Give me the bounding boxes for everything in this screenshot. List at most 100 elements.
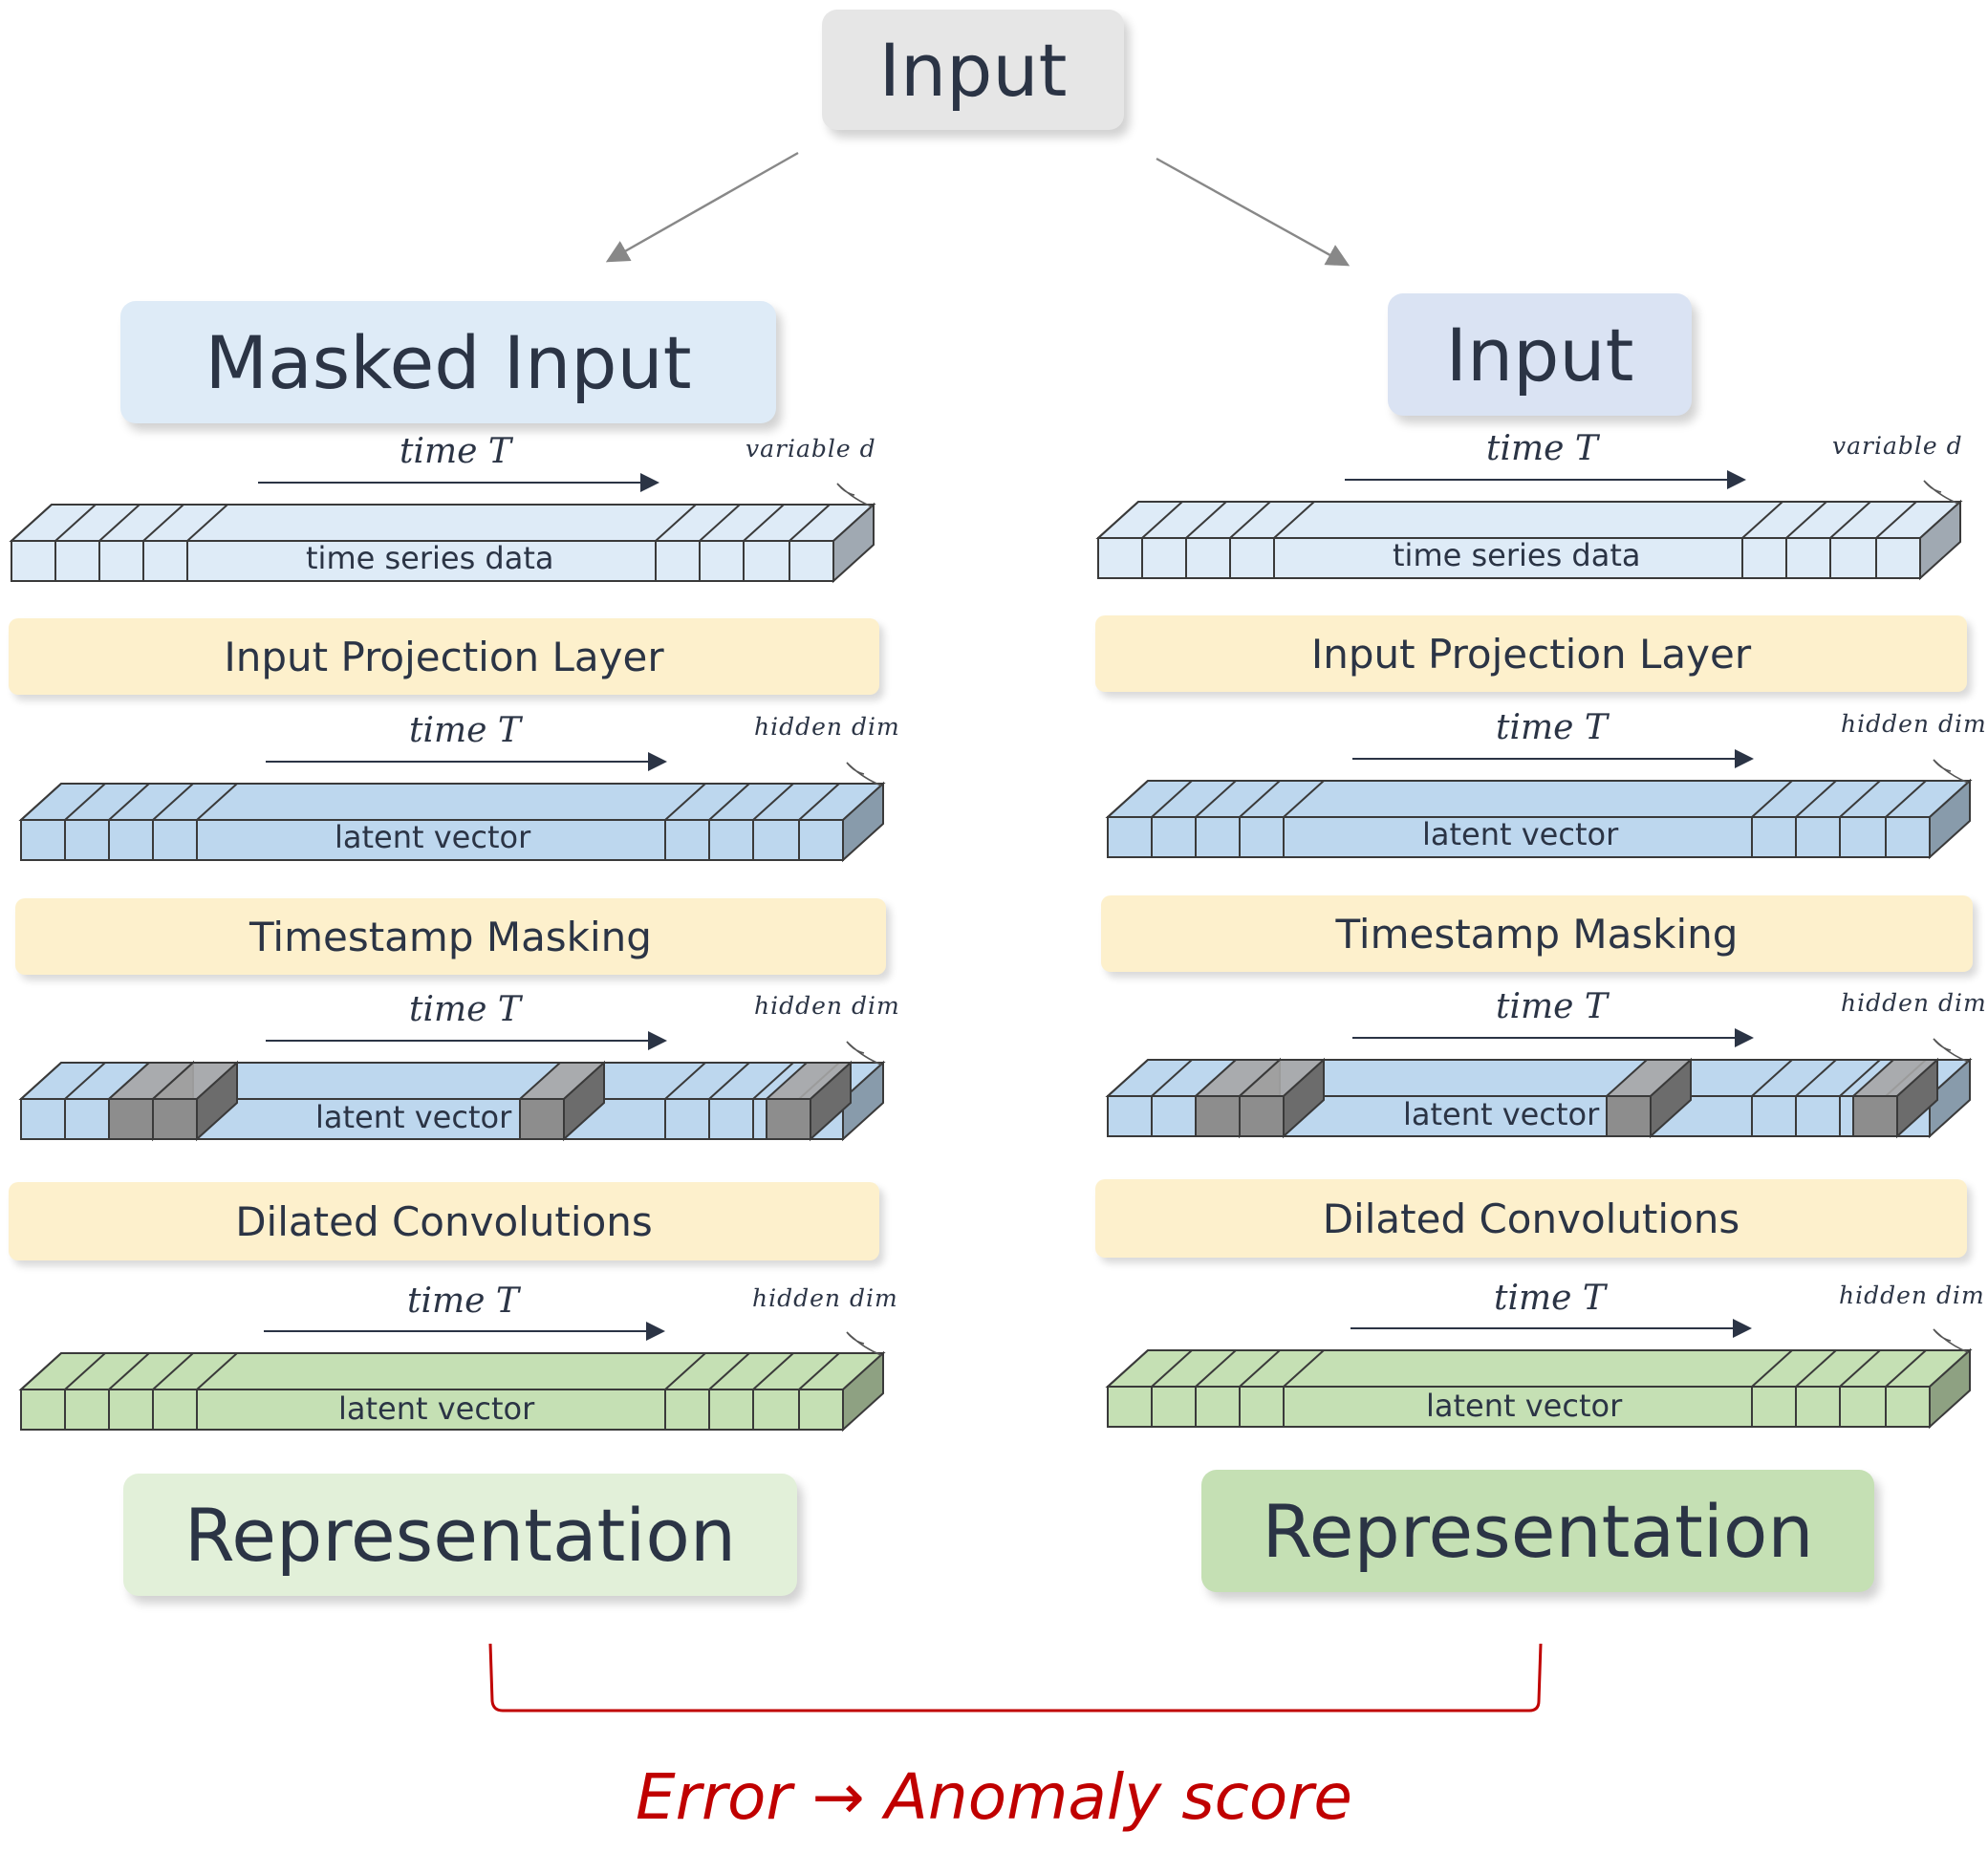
cell-divider bbox=[1751, 780, 1793, 818]
cell-divider bbox=[196, 1352, 238, 1390]
cell-divider bbox=[1751, 1349, 1793, 1388]
tensor-bar bbox=[18, 762, 886, 863]
representation-box-left: Representation bbox=[123, 1474, 797, 1596]
cell-divider bbox=[186, 504, 228, 542]
cell-divider bbox=[752, 1062, 794, 1100]
bar-label: latent vector bbox=[335, 819, 531, 855]
masked-cell-side bbox=[810, 1060, 852, 1142]
error-bracket bbox=[488, 1643, 1543, 1712]
tensor-bar bbox=[1105, 1328, 1973, 1430]
cell-divider bbox=[54, 504, 97, 542]
cell-divider bbox=[64, 1352, 106, 1390]
input-projection-layer-left: Input Projection Layer bbox=[9, 618, 879, 695]
masked-cell-side bbox=[196, 1060, 238, 1142]
cell-divider bbox=[1107, 1349, 1149, 1388]
cell-divider bbox=[142, 504, 184, 542]
masked-cell bbox=[766, 1098, 811, 1140]
cell-divider bbox=[20, 1352, 62, 1390]
cell-divider bbox=[11, 504, 53, 542]
cell-divider bbox=[708, 783, 750, 821]
masked-input-box: Masked Input bbox=[120, 301, 776, 423]
cell-divider bbox=[1839, 780, 1881, 818]
cell-divider bbox=[20, 1062, 62, 1100]
cell-divider bbox=[108, 1352, 150, 1390]
dim-curl-mark bbox=[1933, 1328, 1969, 1353]
bar-label: latent vector bbox=[1403, 1096, 1600, 1132]
cell-divider bbox=[152, 1352, 194, 1390]
bar-top-face bbox=[18, 783, 886, 821]
timestamp-masking-layer-left: Timestamp Masking bbox=[15, 898, 886, 975]
bar-side-face bbox=[1929, 1347, 1971, 1430]
cell-divider bbox=[1751, 1059, 1793, 1097]
bar-top-face bbox=[9, 504, 876, 542]
cell-divider bbox=[708, 1352, 750, 1390]
cell-divider bbox=[64, 1062, 106, 1100]
cell-divider bbox=[1795, 1059, 1837, 1097]
time-label: time T bbox=[1496, 987, 1608, 1026]
masked-cell bbox=[1606, 1095, 1652, 1137]
cell-divider bbox=[1195, 780, 1237, 818]
time-label: time T bbox=[400, 432, 511, 471]
cell-divider bbox=[196, 783, 238, 821]
cell-divider bbox=[1875, 501, 1917, 539]
arrow-to-masked-input bbox=[605, 151, 799, 263]
cell-divider bbox=[664, 783, 706, 821]
cell-divider bbox=[1273, 501, 1315, 539]
tensor-bar bbox=[1105, 1038, 1973, 1139]
cell-divider bbox=[1229, 501, 1271, 539]
cell-divider bbox=[789, 504, 831, 542]
bar-label: latent vector bbox=[315, 1099, 512, 1135]
cell-divider bbox=[1839, 1059, 1881, 1097]
bar-top-face bbox=[1105, 780, 1973, 818]
cell-divider bbox=[1741, 501, 1783, 539]
time-label: time T bbox=[409, 990, 521, 1029]
dim-curl-mark bbox=[1933, 759, 1969, 784]
cell-divider bbox=[1107, 1059, 1149, 1097]
bar-side-face bbox=[1919, 499, 1961, 581]
timestamp-masking-layer-right: Timestamp Masking bbox=[1101, 895, 1973, 972]
cell-divider bbox=[108, 783, 150, 821]
dim-curl-mark bbox=[836, 483, 873, 507]
masked-cell-side bbox=[1896, 1057, 1938, 1139]
cell-divider bbox=[1283, 1349, 1325, 1388]
bar-label: latent vector bbox=[1422, 816, 1619, 852]
masked-cell bbox=[1239, 1095, 1285, 1137]
dim-label: hidden dim bbox=[754, 992, 900, 1020]
arrow-to-input bbox=[1156, 157, 1351, 267]
cell-divider bbox=[798, 783, 840, 821]
input-projection-layer-right: Input Projection Layer bbox=[1095, 615, 1967, 692]
cell-divider bbox=[752, 783, 794, 821]
bar-side-face bbox=[1929, 1057, 1971, 1139]
input-box-right: Input bbox=[1388, 293, 1692, 416]
cell-divider bbox=[1195, 1349, 1237, 1388]
bar-label: time series data bbox=[1393, 537, 1641, 573]
masked-cell bbox=[519, 1098, 565, 1140]
bar-front-face bbox=[11, 540, 834, 582]
cell-divider bbox=[1885, 1349, 1927, 1388]
cell-divider bbox=[1829, 501, 1871, 539]
bar-side-face bbox=[842, 1350, 884, 1432]
tensor-bar bbox=[1095, 480, 1963, 581]
masked-cell-side bbox=[563, 1060, 605, 1142]
representation-box-right: Representation bbox=[1201, 1470, 1874, 1592]
cell-divider bbox=[664, 1062, 706, 1100]
cell-divider bbox=[1151, 780, 1193, 818]
dim-label: hidden dim bbox=[1841, 710, 1987, 738]
time-label: time T bbox=[1494, 1279, 1606, 1318]
cell-divider bbox=[655, 504, 697, 542]
cell-divider bbox=[1239, 1349, 1281, 1388]
bar-side-face bbox=[832, 502, 875, 584]
bar-top-face bbox=[1095, 501, 1963, 539]
cell-divider bbox=[1839, 1349, 1881, 1388]
time-label: time T bbox=[1496, 708, 1608, 747]
bar-side-face bbox=[842, 1060, 884, 1142]
bar-label: time series data bbox=[306, 540, 554, 576]
dim-curl-mark bbox=[846, 1041, 882, 1066]
cell-divider bbox=[1185, 501, 1227, 539]
bar-label: latent vector bbox=[1426, 1388, 1623, 1424]
dim-label: hidden dim bbox=[1841, 989, 1987, 1017]
tensor-bar bbox=[1105, 759, 1973, 860]
cell-divider bbox=[664, 1352, 706, 1390]
